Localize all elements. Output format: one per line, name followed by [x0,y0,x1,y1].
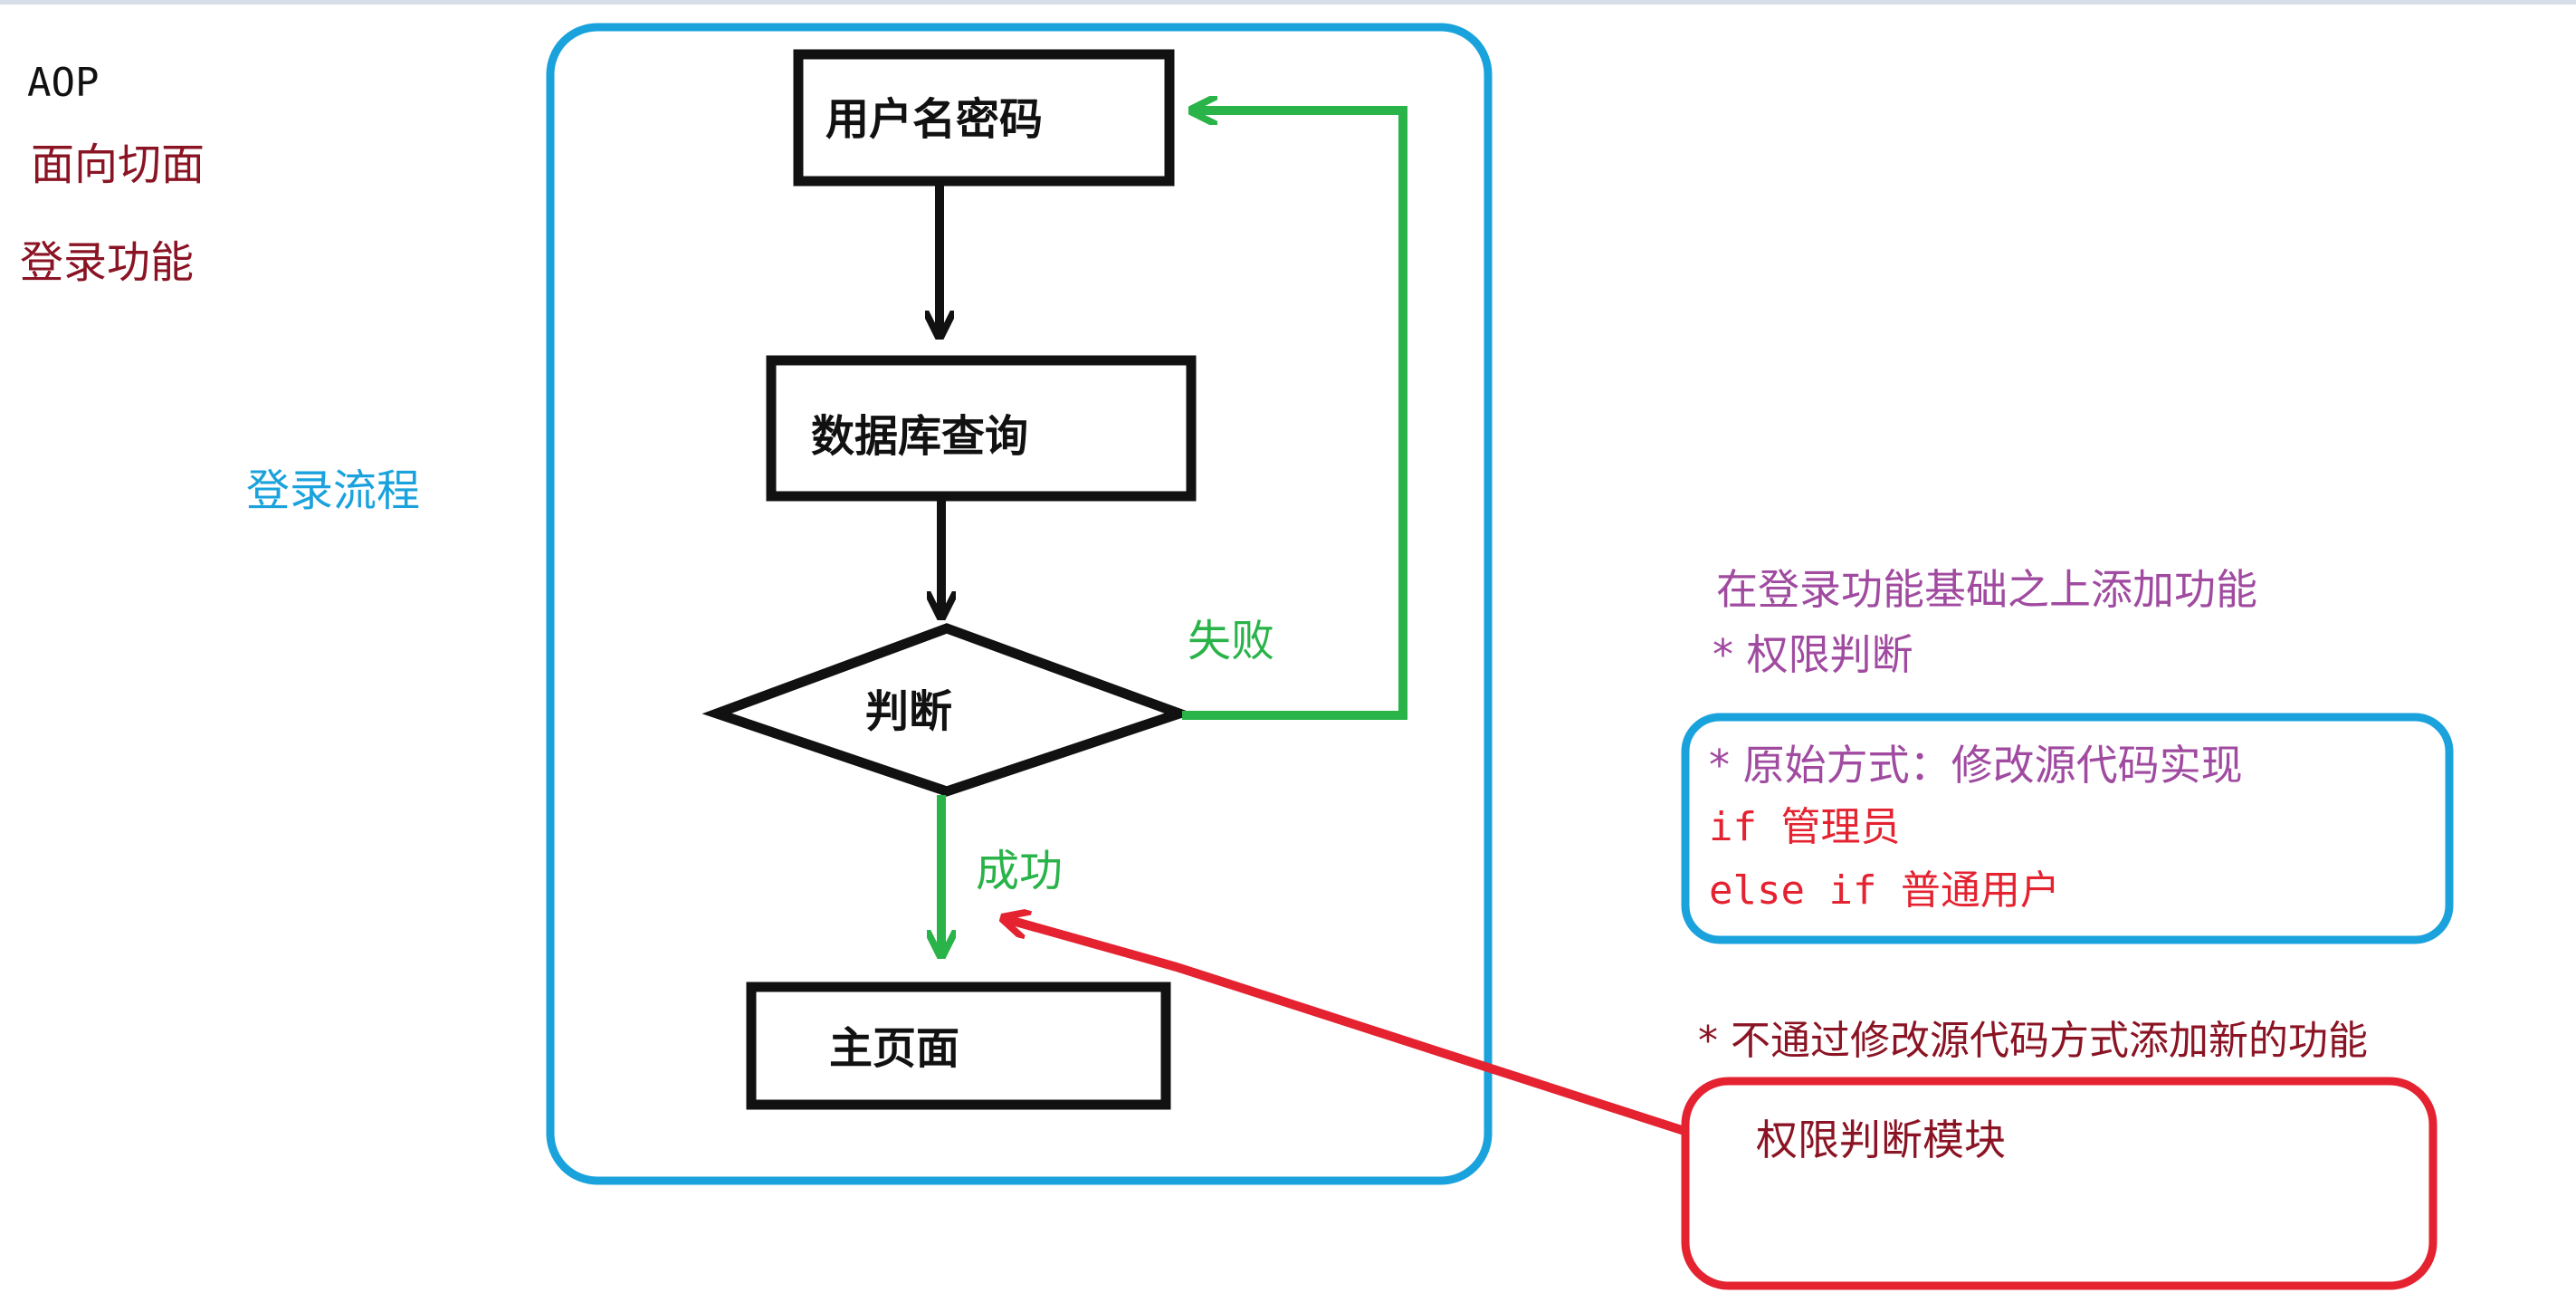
add-feature-note: 在登录功能基础之上添加功能 [1716,565,2257,614]
if-admin-line: if 管理员 [1709,804,1901,850]
aspect-oriented-label: 面向切面 [31,139,205,190]
decision-label: 判断 [865,686,953,737]
original-way-note: * 原始方式：修改源代码实现 [1709,741,2243,790]
fail-label: 失败 [1188,616,1275,666]
home-page-label: 主页面 [829,1023,960,1074]
permission-check-note: * 权限判断 [1713,630,1913,679]
username-password-label: 用户名密码 [825,94,1044,145]
username-password-box [793,49,1175,187]
login-flow-label: 登录流程 [246,465,421,516]
no-modify-note: * 不通过修改源代码方式添加新的功能 [1698,1018,2368,1064]
original-way-box [1681,713,2454,944]
login-feature-label: 登录功能 [20,237,195,288]
success-label: 成功 [976,846,1064,896]
db-query-box [766,355,1197,502]
permission-module-box [1681,1077,2438,1290]
window-top-border [0,0,2576,5]
db-query-label: 数据库查询 [811,411,1029,462]
injection-arrow [1003,918,1689,1136]
fail-loop-arrow [1182,110,1407,720]
else-if-user-line: else if 普通用户 [1709,867,2060,914]
home-page-box [746,982,1171,1110]
aop-label: AOP [27,60,100,106]
decision-diamond [701,623,1195,797]
login-flow-container [546,23,1493,1185]
permission-module-label: 权限判断模块 [1756,1116,2006,1164]
